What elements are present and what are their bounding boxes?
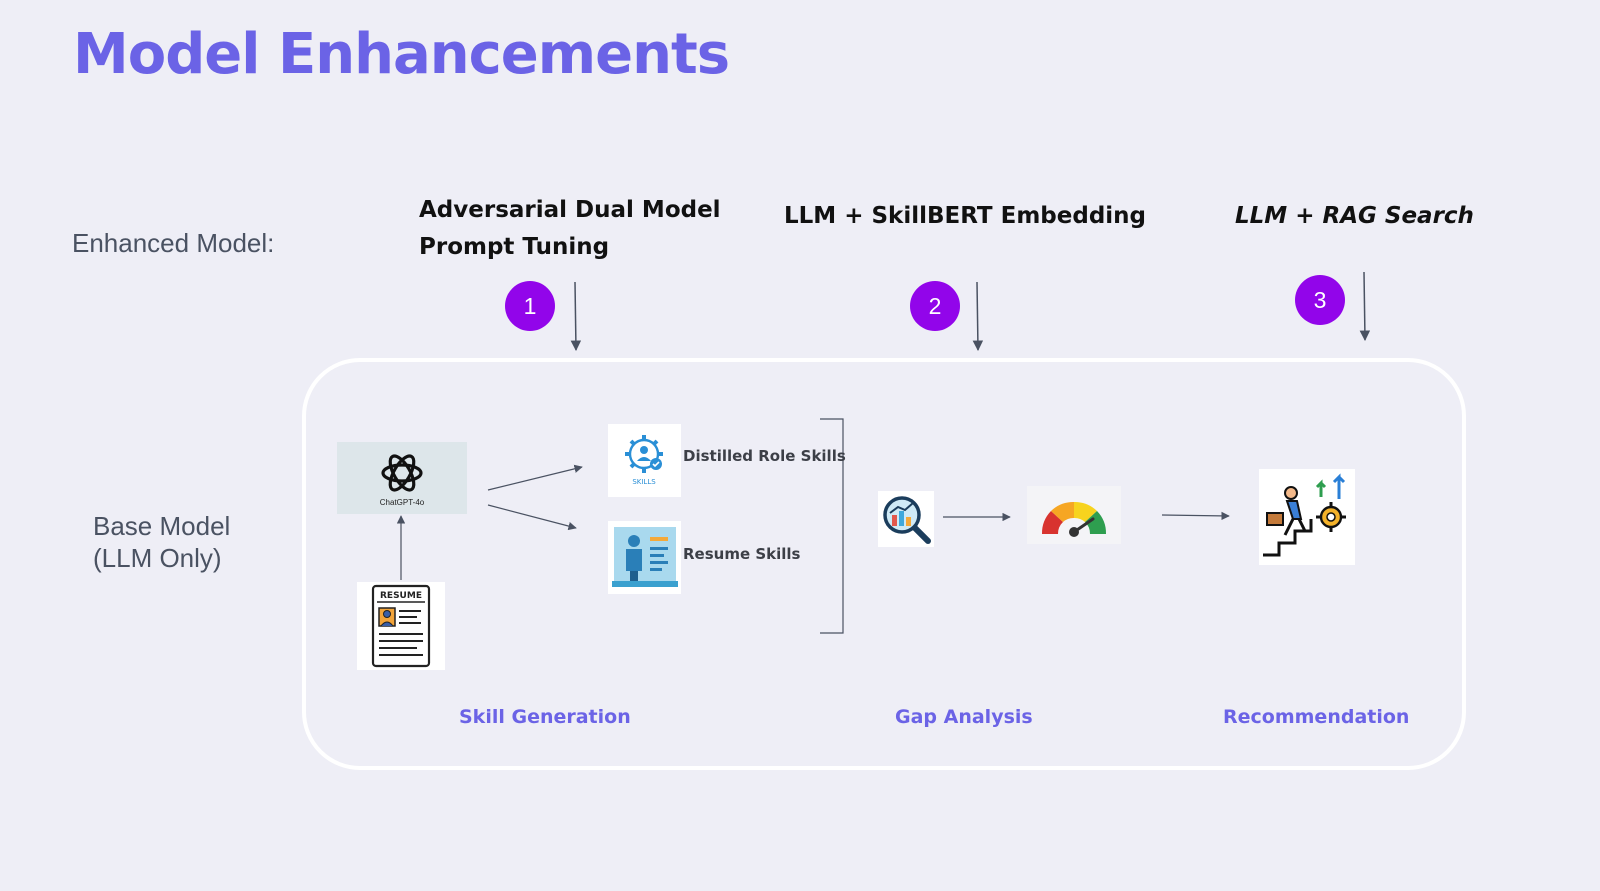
- stage-gap-analysis: Gap Analysis: [895, 706, 1033, 728]
- skills-icon-label: SKILLS: [632, 478, 656, 486]
- enhancement-1-title-line1: Adversarial Dual Model: [419, 197, 721, 223]
- resume-document-tile: RESUME: [357, 582, 445, 670]
- skills-gear-icon: SKILLS: [625, 435, 663, 486]
- magnifier-chart-icon: [883, 496, 931, 544]
- gap-search-tile: [878, 491, 934, 547]
- base-model-frame: [302, 358, 1466, 770]
- recommendation-tile: [1259, 469, 1355, 565]
- resume-document-label: RESUME: [380, 591, 422, 601]
- enhancement-1-title: Adversarial Dual Model Prompt Tuning: [419, 192, 721, 266]
- career-growth-icon: [1263, 473, 1346, 557]
- enhanced-model-label: Enhanced Model:: [72, 228, 275, 258]
- role-skills-tile: SKILLS: [608, 424, 681, 497]
- enhancement-1-title-line2: Prompt Tuning: [419, 234, 610, 260]
- enhancement-3-arrow: [1359, 271, 1371, 342]
- openai-logo-icon: [381, 454, 423, 492]
- resume-skills-presentation-icon: [612, 527, 678, 587]
- enhancement-2-arrow: [972, 281, 984, 352]
- skills-bracket: [820, 418, 844, 634]
- gauge-to-recommendation-arrow: [1161, 511, 1230, 521]
- base-model-label: Base Model (LLM Only): [93, 510, 230, 574]
- llm-to-role-skills-arrow: [487, 464, 583, 491]
- chatgpt-tile: ChatGPT-4o: [337, 442, 467, 514]
- base-model-label-line2: (LLM Only): [93, 543, 222, 573]
- llm-to-resume-skills-arrow: [487, 504, 577, 531]
- gauge-meter-icon: [1041, 501, 1107, 537]
- base-model-label-line1: Base Model: [93, 511, 231, 541]
- chatgpt-caption: ChatGPT-4o: [379, 498, 425, 507]
- stage-recommendation: Recommendation: [1223, 706, 1410, 728]
- enhancement-1-badge: 1: [505, 281, 555, 331]
- enhancement-1-arrow: [570, 281, 582, 352]
- enhancement-3-title: LLM + RAG Search: [1235, 203, 1474, 229]
- enhancement-2-badge: 2: [910, 281, 960, 331]
- enhancement-2-title: LLM + SkillBERT Embedding: [784, 203, 1147, 229]
- gap-gauge-tile: [1027, 486, 1121, 544]
- distilled-role-skills-label: Distilled Role Skills: [683, 447, 846, 465]
- resume-skills-label: Resume Skills: [683, 545, 801, 563]
- stage-skill-generation: Skill Generation: [459, 706, 631, 728]
- resume-skills-tile: [608, 521, 681, 594]
- resume-document-icon: RESUME: [371, 584, 431, 668]
- slide-title: Model Enhancements: [73, 22, 730, 87]
- enhancement-3-badge: 3: [1295, 275, 1345, 325]
